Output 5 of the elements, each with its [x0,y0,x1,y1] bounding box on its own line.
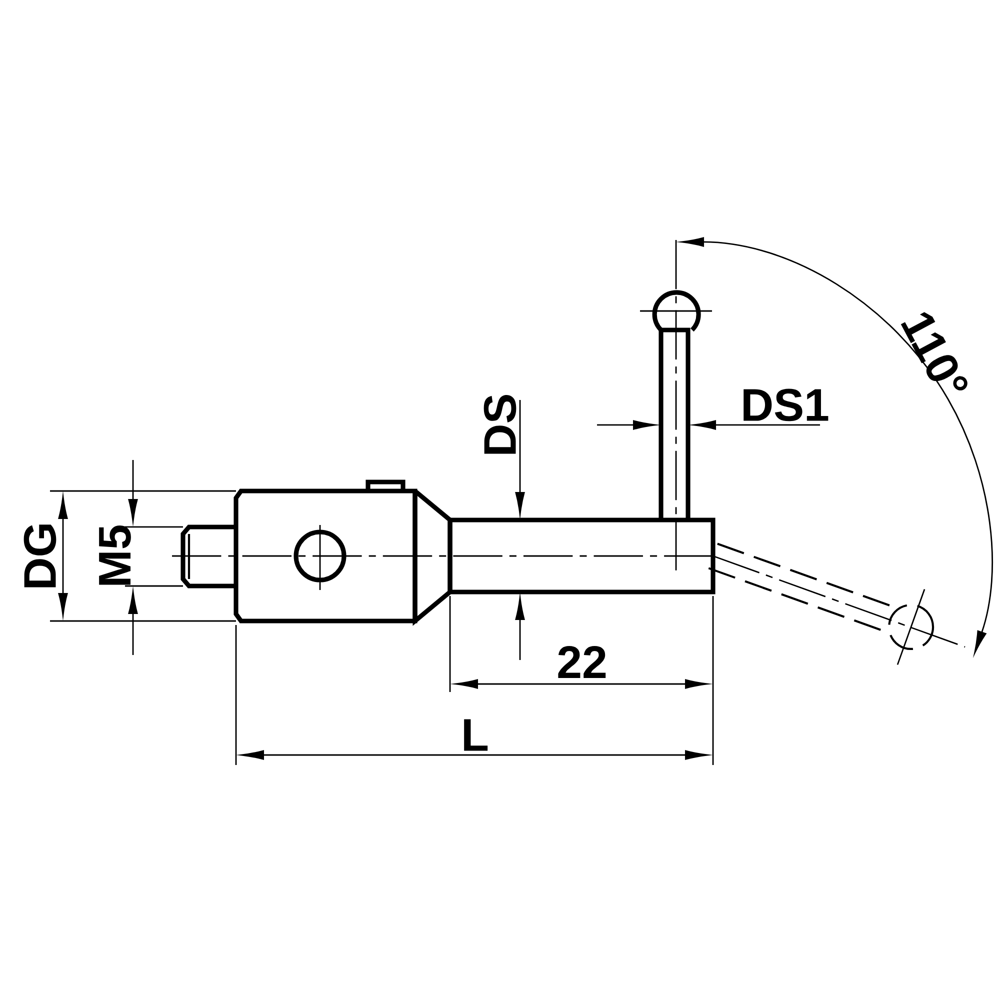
dimension-label: DS [484,395,516,454]
dimension-label: DG [24,524,56,588]
dimension-label: L [464,719,488,751]
dimension-label: 22 [558,646,606,678]
dimension-label: M5 [99,526,131,585]
